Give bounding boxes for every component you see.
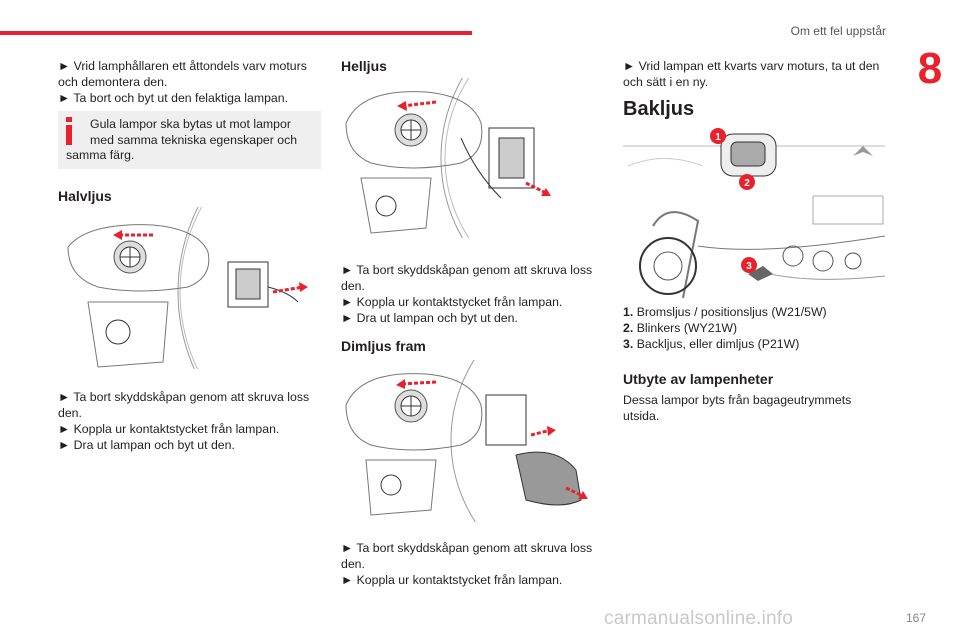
- halvljus-illustration: [67, 207, 308, 369]
- red-dashed-arrow-icon: [113, 230, 122, 240]
- section-title: Om ett fel uppstår: [790, 24, 886, 38]
- chapter-number: 8: [917, 44, 943, 93]
- intro-step2: ► Ta bort och byt ut den felaktiga lampa…: [58, 91, 289, 105]
- callout-2: [739, 174, 755, 190]
- list-number: 3.: [623, 337, 634, 351]
- col3-intro: ► Vrid lampan ett kvarts varv moturs, ta…: [623, 58, 888, 90]
- list-number: 1.: [623, 305, 634, 319]
- utbyte-line: Dessa lampor byts från bagageutrymmets: [623, 393, 852, 407]
- list-item: 2. Blinkers (WY21W): [623, 320, 888, 336]
- header-accent-bar: [0, 31, 472, 35]
- bulb-list: 1. Bromsljus / positionsljus (W21/5W) 2.…: [623, 304, 888, 352]
- list-item: 3. Backljus, eller dimljus (P21W): [623, 336, 888, 352]
- intro-step1-cont: och demontera den.: [58, 75, 168, 89]
- list-text: Backljus, eller dimljus (P21W): [636, 337, 800, 351]
- halvljus-step: ► Koppla ur kontaktstycket från lampan.: [58, 422, 280, 436]
- watermark: carmanualsonline.info: [604, 608, 794, 629]
- red-dashed-arrow-icon: [541, 188, 551, 196]
- halvljus-step: ► Dra ut lampan och byt ut den.: [58, 438, 235, 452]
- helljus-illustration: [345, 78, 551, 238]
- dimljus-step: den.: [341, 557, 365, 571]
- utbyte-text: Dessa lampor byts från bagageutrymmets u…: [623, 392, 888, 424]
- list-item: 1. Bromsljus / positionsljus (W21/5W): [623, 304, 888, 320]
- bakljus-heading: Bakljus: [623, 98, 695, 120]
- helljus-step: ► Ta bort skyddskåpan genom att skruva l…: [341, 263, 593, 277]
- utbyte-heading: Utbyte av lampenheter: [623, 371, 774, 387]
- red-dashed-arrow-icon: [397, 101, 407, 111]
- halvljus-step: ► Ta bort skyddskåpan genom att skruva l…: [58, 390, 310, 404]
- info-note: Gula lampor ska bytas ut mot lampor med …: [58, 111, 321, 169]
- intro-step-cont: och sätt i en ny.: [623, 75, 709, 89]
- red-dashed-arrow-icon: [396, 379, 405, 389]
- red-dashed-arrow-icon: [547, 426, 556, 436]
- col1-intro: ► Vrid lamphållaren ett åttondels varv m…: [58, 58, 323, 106]
- halvljus-steps: ► Ta bort skyddskåpan genom att skruva l…: [58, 389, 323, 453]
- intro-step1: ► Vrid lamphållaren ett åttondels varv m…: [58, 59, 307, 73]
- helljus-step: den.: [341, 279, 365, 293]
- callout-label: 1: [715, 132, 721, 143]
- utbyte-line: utsida.: [623, 409, 660, 423]
- note-line: Gula lampor ska bytas ut mot lampor: [90, 117, 291, 131]
- helljus-step: ► Koppla ur kontaktstycket från lampan.: [341, 295, 563, 309]
- dimljus-heading: Dimljus fram: [341, 338, 426, 354]
- red-dashed-arrow-icon: [299, 282, 308, 292]
- helljus-steps: ► Ta bort skyddskåpan genom att skruva l…: [341, 262, 603, 326]
- info-icon: [66, 117, 72, 145]
- helljus-heading: Helljus: [341, 58, 387, 74]
- list-text: Blinkers (WY21W): [636, 321, 738, 335]
- dimljus-steps: ► Ta bort skyddskåpan genom att skruva l…: [341, 540, 603, 588]
- intro-step: ► Vrid lampan ett kvarts varv moturs, ta…: [623, 59, 880, 73]
- list-text: Bromsljus / positionsljus (W21/5W): [636, 305, 827, 319]
- callout-label: 2: [744, 178, 750, 189]
- dimljus-illustration: [345, 360, 588, 522]
- list-number: 2.: [623, 321, 634, 335]
- dimljus-step: ► Ta bort skyddskåpan genom att skruva l…: [341, 541, 593, 555]
- dimljus-step: ► Koppla ur kontaktstycket från lampan.: [341, 573, 563, 587]
- red-dashed-arrow-icon: [578, 491, 588, 499]
- halvljus-step: den.: [58, 406, 82, 420]
- bakljus-illustration: 1 2 3: [623, 128, 885, 298]
- page-number: 167: [906, 611, 927, 625]
- halvljus-heading: Halvljus: [58, 188, 112, 204]
- note-line: med samma tekniska egenskaper och: [90, 133, 298, 147]
- helljus-step: ► Dra ut lampan och byt ut den.: [341, 311, 518, 325]
- callout-3: [741, 257, 757, 273]
- callout-label: 3: [746, 261, 752, 272]
- callout-1: [710, 128, 726, 144]
- note-text: Gula lampor ska bytas ut mot lampor med …: [90, 116, 315, 148]
- note-line: samma färg.: [66, 148, 135, 162]
